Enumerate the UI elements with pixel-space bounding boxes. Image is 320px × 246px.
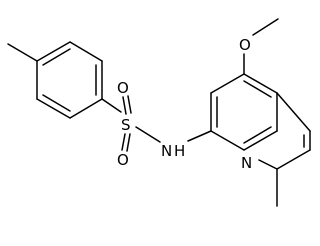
methoxy-group [243, 18, 279, 75]
nitrogen-amide-atom-label: N [161, 142, 172, 160]
quinoline-pyridine-ring [258, 92, 311, 207]
oxygen-top-atom-label: O [117, 79, 129, 97]
oxygen-bottom-atom-label: O [117, 151, 129, 169]
sulfur-atom-label: S [121, 116, 131, 134]
hydrogen-amide-atom-label: H [174, 142, 185, 160]
nitrogen-ring-atom-label: N [241, 154, 252, 172]
quinoline-benzo-ring [210, 73, 278, 151]
sulfonyl-group [101, 95, 161, 152]
oxygen-methoxy-atom-label: O [239, 36, 251, 54]
amide-bond [187, 130, 212, 142]
toluene-ring [7, 41, 103, 119]
